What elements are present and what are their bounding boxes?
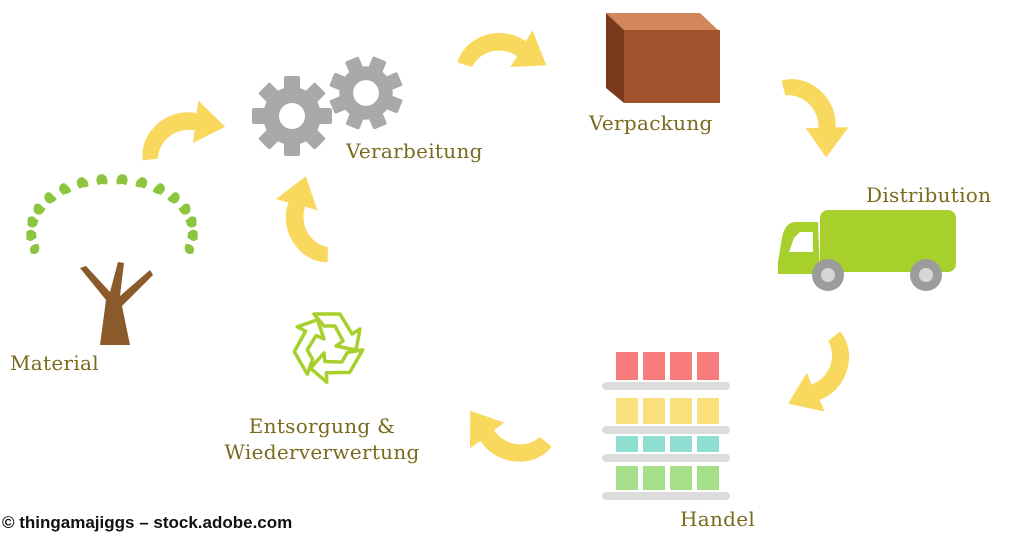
tree-icon (23, 172, 201, 345)
curved-arrow-icon (271, 176, 339, 272)
stage-label-processing: Verarbeitung (346, 139, 483, 163)
shelf-product (643, 352, 665, 380)
leaf-shape (136, 175, 149, 190)
leaf-shape (116, 172, 131, 188)
credit-line: © thingamajiggs – stock.adobe.com (2, 513, 293, 532)
curved-arrow-icon (454, 28, 547, 75)
stage-label-disposal: Entsorgung & Wiederverwertung (206, 413, 438, 465)
leaf-shape (181, 241, 197, 257)
shelf-product (697, 398, 719, 424)
shelf-icon (602, 352, 730, 500)
curved-arrow-icon (130, 94, 226, 171)
shelf-product (697, 352, 719, 380)
shelf-product (670, 398, 692, 424)
shelf-product (616, 352, 638, 380)
shelf-board (602, 426, 730, 434)
curved-arrow-icon (788, 325, 863, 422)
shelf-product (697, 436, 719, 452)
stage-label-disposal-line2: Wiederverwertung (224, 440, 420, 464)
stage-label-retail: Handel (680, 507, 756, 531)
leaf-shape (27, 241, 43, 257)
box-icon (606, 13, 720, 103)
recycle-icon (292, 312, 365, 384)
stage-label-packaging: Verpackung (589, 111, 713, 135)
stage-label-distribution: Distribution (866, 183, 992, 207)
truck-icon (778, 210, 956, 291)
shelf-board (602, 454, 730, 462)
shelf-product (643, 398, 665, 424)
stage-label-disposal-line1: Entsorgung & (248, 414, 396, 438)
shelf-product (697, 466, 719, 490)
leaf-shape (169, 191, 181, 205)
gears-icon (252, 45, 414, 156)
shelf-product (643, 466, 665, 490)
shelf-product (643, 436, 665, 452)
shelf-product (670, 352, 692, 380)
shelf-product (670, 436, 692, 452)
curved-arrow-icon (771, 65, 856, 158)
shelf-product (616, 436, 638, 452)
shelf-product (616, 466, 638, 490)
shelf-board (602, 382, 730, 390)
shelf-product (670, 466, 692, 490)
shelf-board (602, 492, 730, 500)
curved-arrow-icon (460, 410, 555, 471)
stage-label-material: Material (10, 351, 99, 375)
shelf-product (616, 398, 638, 424)
